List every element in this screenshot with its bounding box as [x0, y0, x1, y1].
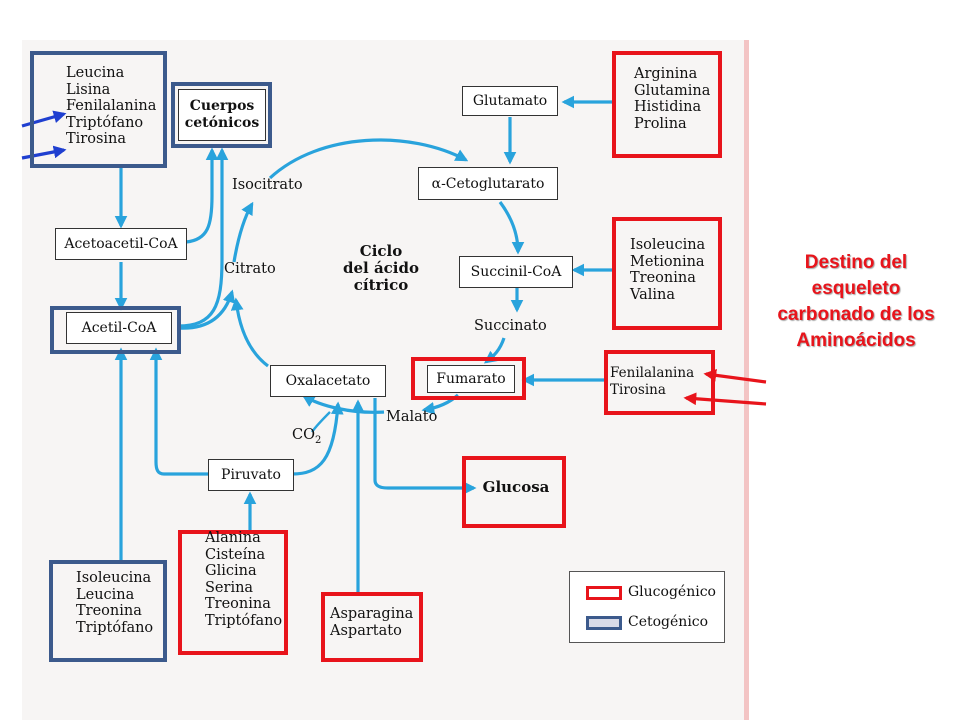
list-item: Fenilalanina: [610, 365, 695, 381]
list-item: Prolina: [634, 115, 687, 132]
list-item: Valina: [630, 286, 676, 303]
side-title-line-4: Aminoácidos: [796, 330, 916, 351]
list-item: Triptófano: [76, 619, 154, 636]
node-cuerpos-line-2: cetónicos: [184, 115, 260, 131]
list-item: Alanina: [205, 530, 261, 546]
node-piruvato: Piruvato: [208, 459, 294, 491]
list-item: Arginina: [634, 66, 698, 82]
list-item: Serina: [205, 579, 254, 596]
label-co2-sub: 2: [314, 434, 322, 446]
node-glucosa: Glucosa: [482, 478, 550, 496]
node-cetoglutarato: α-Cetoglutarato: [418, 167, 558, 200]
cycle-title: Ciclo del ácido cítrico: [336, 243, 426, 294]
list-item: Tirosina: [66, 131, 127, 147]
list-top-left: Leucina Lisina Fenilalanina Triptófano T…: [66, 65, 156, 148]
list-item: Asparagina: [330, 606, 414, 622]
frame-top-left-ketogenic: [30, 51, 167, 168]
frame-fumarate-group: [604, 350, 715, 415]
node-fumarato: Fumarato: [427, 365, 515, 393]
list-item: Treonina: [205, 596, 271, 612]
frame-glucosa: [462, 456, 566, 528]
node-acetil-coa: Acetil-CoA: [66, 312, 172, 344]
arrow-acetil-to-citrato: [177, 289, 236, 330]
arrow-oxalacetato-to-glucosa: [373, 398, 477, 495]
legend-swatch-glucogenic: [586, 586, 622, 600]
legend: Glucogénico Cetogénico: [569, 571, 725, 643]
side-title: Destino del esqueleto carbonado de los A…: [758, 250, 954, 354]
list-item: Cisteína: [205, 546, 266, 563]
arrow-co2-release: [311, 411, 331, 433]
list-item: Tirosina: [610, 381, 666, 398]
label-co2-main: CO: [292, 427, 315, 443]
legend-label-ketogenic: Cetogénico: [628, 614, 709, 630]
list-item: Triptófano: [66, 114, 144, 131]
label-succinato: Succinato: [474, 318, 547, 334]
arrow-oxalacetato-to-citrato: [230, 297, 269, 368]
list-item: Isoleucina: [630, 237, 706, 253]
node-acetoacetil-coa: Acetoacetil-CoA: [55, 228, 187, 260]
arrow-piruvato-to-acetil: [149, 347, 208, 476]
label-malato: Malato: [386, 409, 438, 425]
list-item: Leucina: [76, 586, 135, 603]
list-item: Glicina: [205, 563, 257, 579]
node-cuerpos-line-1: Cuerpos: [189, 98, 255, 114]
list-item: Metionina: [630, 253, 705, 270]
arrow-acetoacetil-to-cuerpos: [185, 147, 219, 244]
frame-mid-right-glucogenic: [612, 217, 722, 330]
arrow-piruvato-to-oxalacetato: [291, 401, 344, 476]
label-co2: CO2: [292, 427, 321, 446]
legend-label-glucogenic: Glucogénico: [628, 584, 716, 600]
list-item: Lisina: [66, 81, 111, 98]
cycle-title-line-3: cítrico: [353, 276, 409, 294]
arrow-malato-to-oxalacetato: [301, 394, 385, 414]
arrow-citrato-to-isocitrato: [232, 201, 254, 263]
arrow-isocitrato-to-cetoglutarato: [268, 138, 469, 180]
list-item: Fenilalanina: [66, 98, 157, 114]
arrow-cetoglutarato-to-succinil: [498, 201, 525, 255]
list-item: Glutamina: [634, 82, 711, 99]
cycle-title-line-2: del ácido: [343, 259, 419, 277]
pointer-blue-fenilalanina: [21, 110, 67, 128]
list-top-right: Arginina Glutamina Histidina Prolina: [634, 66, 710, 132]
list-item: Triptófano: [205, 612, 283, 629]
list-item: Leucina: [66, 65, 125, 81]
legend-swatch-ketogenic: [586, 616, 622, 630]
label-isocitrato: Isocitrato: [232, 177, 303, 193]
pointer-red-fenilalanina: [703, 369, 767, 384]
cycle-title-line-1: Ciclo: [359, 242, 403, 260]
node-glutamato: Glutamato: [462, 86, 558, 116]
frame-acetil-coa: [50, 306, 181, 354]
frame-bottom-left-ketogenic: [49, 560, 167, 662]
node-succinil-coa: Succinil-CoA: [459, 256, 573, 288]
list-item: Treonina: [630, 270, 696, 286]
list-item: Isoleucina: [76, 570, 152, 586]
frame-cuerpos-cetonicos: [171, 82, 272, 148]
side-title-line-1: Destino del: [804, 252, 908, 273]
frame-aspartate-group: [321, 592, 423, 662]
list-item: Aspartato: [330, 622, 402, 639]
pointer-red-tirosina: [683, 392, 767, 406]
frame-fumarato: [411, 357, 526, 400]
list-fumarate-group: Fenilalanina Tirosina: [610, 365, 694, 398]
side-title-line-2: esqueleto: [811, 278, 901, 299]
node-oxalacetato: Oxalacetato: [270, 365, 386, 397]
list-bottom-left: Isoleucina Leucina Treonina Triptófano: [76, 570, 153, 636]
list-item: Treonina: [76, 603, 142, 619]
arrow-acetil-to-cuerpos: [177, 147, 229, 328]
list-pyruvate-group: Alanina Cisteína Glicina Serina Treonina…: [205, 530, 282, 629]
side-title-line-3: carbonado de los: [777, 304, 935, 325]
list-item: Histidina: [634, 99, 702, 115]
list-aspartate-group: Asparagina Aspartato: [330, 606, 413, 639]
pointer-blue-tirosina: [21, 145, 67, 160]
label-citrato: Citrato: [224, 261, 276, 277]
node-cuerpos-cetonicos: Cuerpos cetónicos: [178, 89, 266, 141]
frame-pyruvate-group: [178, 530, 288, 655]
list-mid-right: Isoleucina Metionina Treonina Valina: [630, 237, 705, 303]
frame-top-right-glucogenic: [612, 51, 722, 158]
